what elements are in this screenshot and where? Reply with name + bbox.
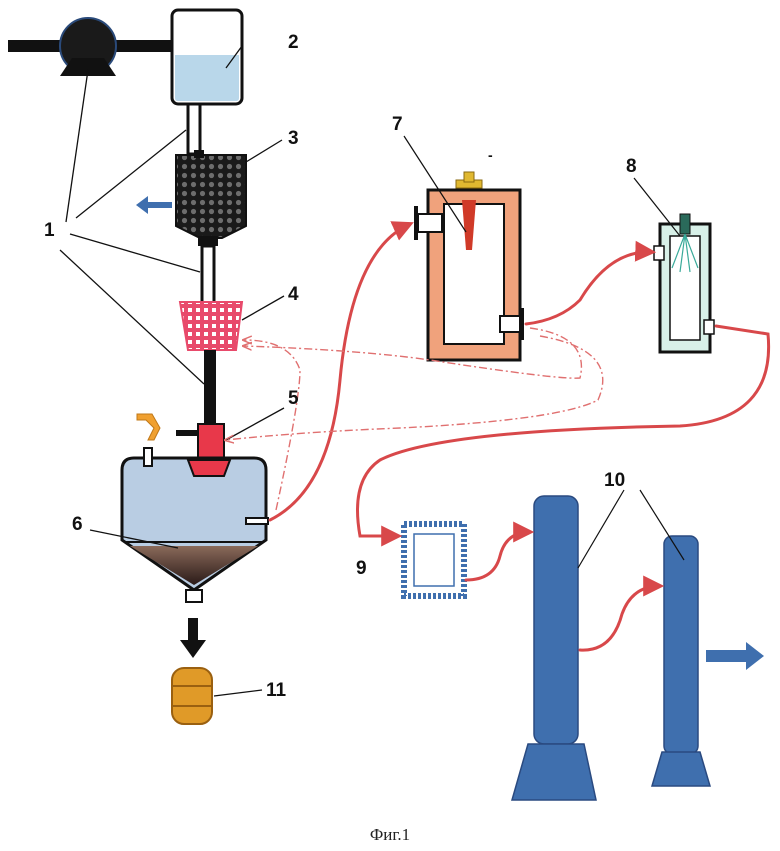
pipe-segment	[188, 104, 200, 154]
label-9: 9	[356, 558, 367, 579]
figure-caption: Фиг.1	[370, 825, 410, 844]
collection-barrel	[172, 668, 212, 724]
label-11: 11	[266, 680, 287, 701]
label-8: 8	[626, 156, 637, 177]
stack-large	[512, 496, 596, 800]
reagent-input-arrow-icon	[137, 414, 160, 440]
pipe-segment	[202, 246, 214, 304]
furnace-unit	[414, 172, 524, 360]
recycle-lines	[226, 328, 603, 510]
stack-small	[652, 536, 710, 786]
leader-lines	[60, 46, 284, 696]
condenser-box	[404, 524, 464, 596]
label-6: 6	[72, 514, 83, 535]
label-2: 2	[288, 32, 299, 53]
mesh-filter	[180, 302, 242, 350]
label-7: 7	[392, 114, 403, 135]
reactor-vessel	[122, 448, 268, 602]
label-minus: -	[488, 147, 493, 163]
label-4: 4	[288, 284, 299, 305]
exhaust-arrow-icon	[706, 642, 764, 670]
label-5: 5	[288, 388, 299, 409]
spray-scrubber	[654, 214, 714, 352]
label-10: 10	[604, 470, 625, 491]
discharge-arrow-icon	[180, 618, 206, 658]
pipe-segment	[204, 350, 216, 424]
liquid-tank	[172, 10, 242, 104]
label-1: 1	[44, 220, 55, 241]
pump	[8, 18, 178, 76]
label-3: 3	[288, 128, 299, 149]
outflow-arrow-icon	[136, 196, 172, 214]
adsorber-column	[176, 150, 246, 246]
mixer-unit	[176, 424, 224, 458]
